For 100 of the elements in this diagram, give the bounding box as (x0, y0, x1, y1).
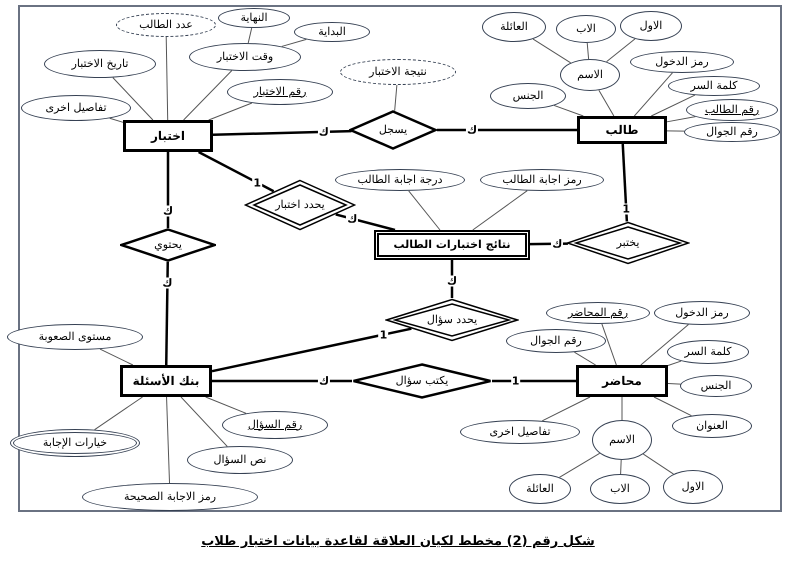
attribute-line (112, 77, 154, 120)
attribute-line (248, 27, 252, 44)
cardinality-label: ك (161, 277, 174, 288)
attribute-name: مستوى الصعوبة (38, 328, 112, 345)
cardinality-label: ك (346, 213, 358, 224)
attribute-name: وقت الاختبار (216, 48, 274, 65)
attribute-line (554, 104, 584, 116)
attribute-name: العنوان (696, 418, 728, 434)
attribute-line (166, 396, 170, 484)
attribute-line (640, 324, 689, 366)
attribute-line (634, 72, 673, 116)
attribute-line (642, 454, 674, 475)
attribute-name: الجنس (512, 88, 544, 104)
relationship-name: يحتوي (154, 238, 182, 252)
relationship-name: يحدد اختبار (275, 198, 325, 212)
cardinality-label: 1 (510, 376, 520, 386)
attribute-line (606, 38, 636, 62)
attribute-line (668, 360, 682, 366)
attribute-line (205, 396, 246, 414)
attribute-line (94, 396, 144, 430)
attribute-ellipse (667, 340, 749, 364)
attribute-name: خيارات الإجابة (42, 434, 108, 451)
cardinality-label: ك (162, 206, 174, 217)
entity-name: نتائج اختبارات الطالب (394, 236, 510, 253)
cardinality-label: ك (446, 275, 458, 286)
attribute-line (542, 396, 590, 422)
attribute-name: رمز الاجابة الصحيحة (124, 488, 216, 505)
relationship-diamond (352, 363, 492, 399)
attribute-line (668, 382, 682, 385)
attribute-name: الاب (610, 480, 630, 497)
attribute-name: العائلة (526, 480, 554, 497)
attribute-line (532, 38, 572, 64)
relationship-name: يسجل (378, 123, 408, 137)
relationship-line (164, 262, 169, 366)
attribute-name: رمز اجابة الطالب (502, 172, 582, 188)
figure-caption: شكل رقم (2) مخطط لكيان العلاقة لقاعدة بيانات اختبار طلاب (200, 533, 596, 551)
cardinality-label: ك (318, 376, 330, 386)
attribute-ellipse (592, 420, 652, 460)
relationship-line (622, 144, 628, 222)
attribute-ellipse (506, 329, 606, 353)
entity-name: اختبار (151, 128, 185, 145)
attribute-name: رمز الدخول (655, 54, 709, 70)
entity-box (123, 120, 213, 152)
weak-entity-box (374, 230, 530, 260)
cardinality-label: 1 (252, 177, 262, 188)
relationship-line (212, 130, 352, 136)
attribute-ellipse (21, 95, 131, 121)
attribute-line (166, 36, 168, 120)
cardinality-label: 1 (621, 204, 632, 215)
attribute-line (109, 118, 124, 123)
attribute-ellipse (684, 122, 780, 142)
attribute-name: رمز الدخول (675, 304, 729, 321)
relationship-line (166, 152, 170, 228)
attribute-ellipse (294, 22, 370, 42)
attribute-name: نتيجة الاختبار (369, 64, 427, 80)
derived-attribute-ellipse (116, 13, 216, 37)
cardinality-label: ك (318, 126, 330, 138)
attribute-line (408, 190, 440, 230)
identifying-relationship-diamond (244, 179, 356, 231)
relationship-name: يحدد سؤال (426, 313, 478, 327)
attribute-name: الجنس (700, 378, 732, 394)
attribute-line (586, 42, 590, 60)
attribute-line (472, 190, 528, 230)
attribute-name: رقم الجوال (706, 124, 758, 140)
cardinality-label: 1 (378, 329, 388, 340)
attribute-name: الاول (640, 18, 662, 34)
key-attribute-ellipse (686, 99, 778, 121)
identifying-relationship-diamond (566, 221, 690, 265)
attribute-name: رقم الجوال (530, 332, 582, 349)
attribute-ellipse (668, 76, 760, 96)
attribute-name: نص السؤال (214, 452, 266, 468)
attribute-name: الاسم (609, 432, 635, 448)
attribute-name: كلمة السر (684, 344, 732, 360)
attribute-line (208, 102, 252, 120)
cardinality-label: ك (551, 238, 564, 250)
relationship-line (198, 150, 274, 192)
attribute-line (100, 348, 134, 366)
relationship-diamond (349, 110, 437, 150)
attribute-name: البداية (318, 24, 346, 40)
attribute-name: تفاصيل اخرى (490, 424, 550, 440)
attribute-name: الاول (682, 478, 704, 495)
relationship-name: يختبر (616, 236, 640, 250)
attribute-ellipse (218, 8, 290, 28)
attribute-line (654, 396, 692, 416)
attribute-name: رقم الاختبار (254, 84, 306, 100)
attribute-name: درجة اجابة الطالب (357, 172, 442, 188)
attribute-line (666, 130, 685, 132)
attribute-line (601, 323, 617, 366)
attribute-line (574, 352, 596, 366)
relationship-diamond (120, 228, 216, 262)
attribute-line (620, 460, 622, 474)
attribute-line (281, 38, 307, 47)
attribute-name: النهاية (240, 10, 268, 26)
attribute-line (650, 94, 696, 116)
relationship-line (212, 380, 352, 382)
attribute-line (666, 116, 696, 122)
attribute-name: رقم السؤال (248, 416, 302, 433)
relationship-line (335, 213, 396, 232)
relationship-line (450, 260, 454, 298)
entity-box (577, 116, 667, 144)
